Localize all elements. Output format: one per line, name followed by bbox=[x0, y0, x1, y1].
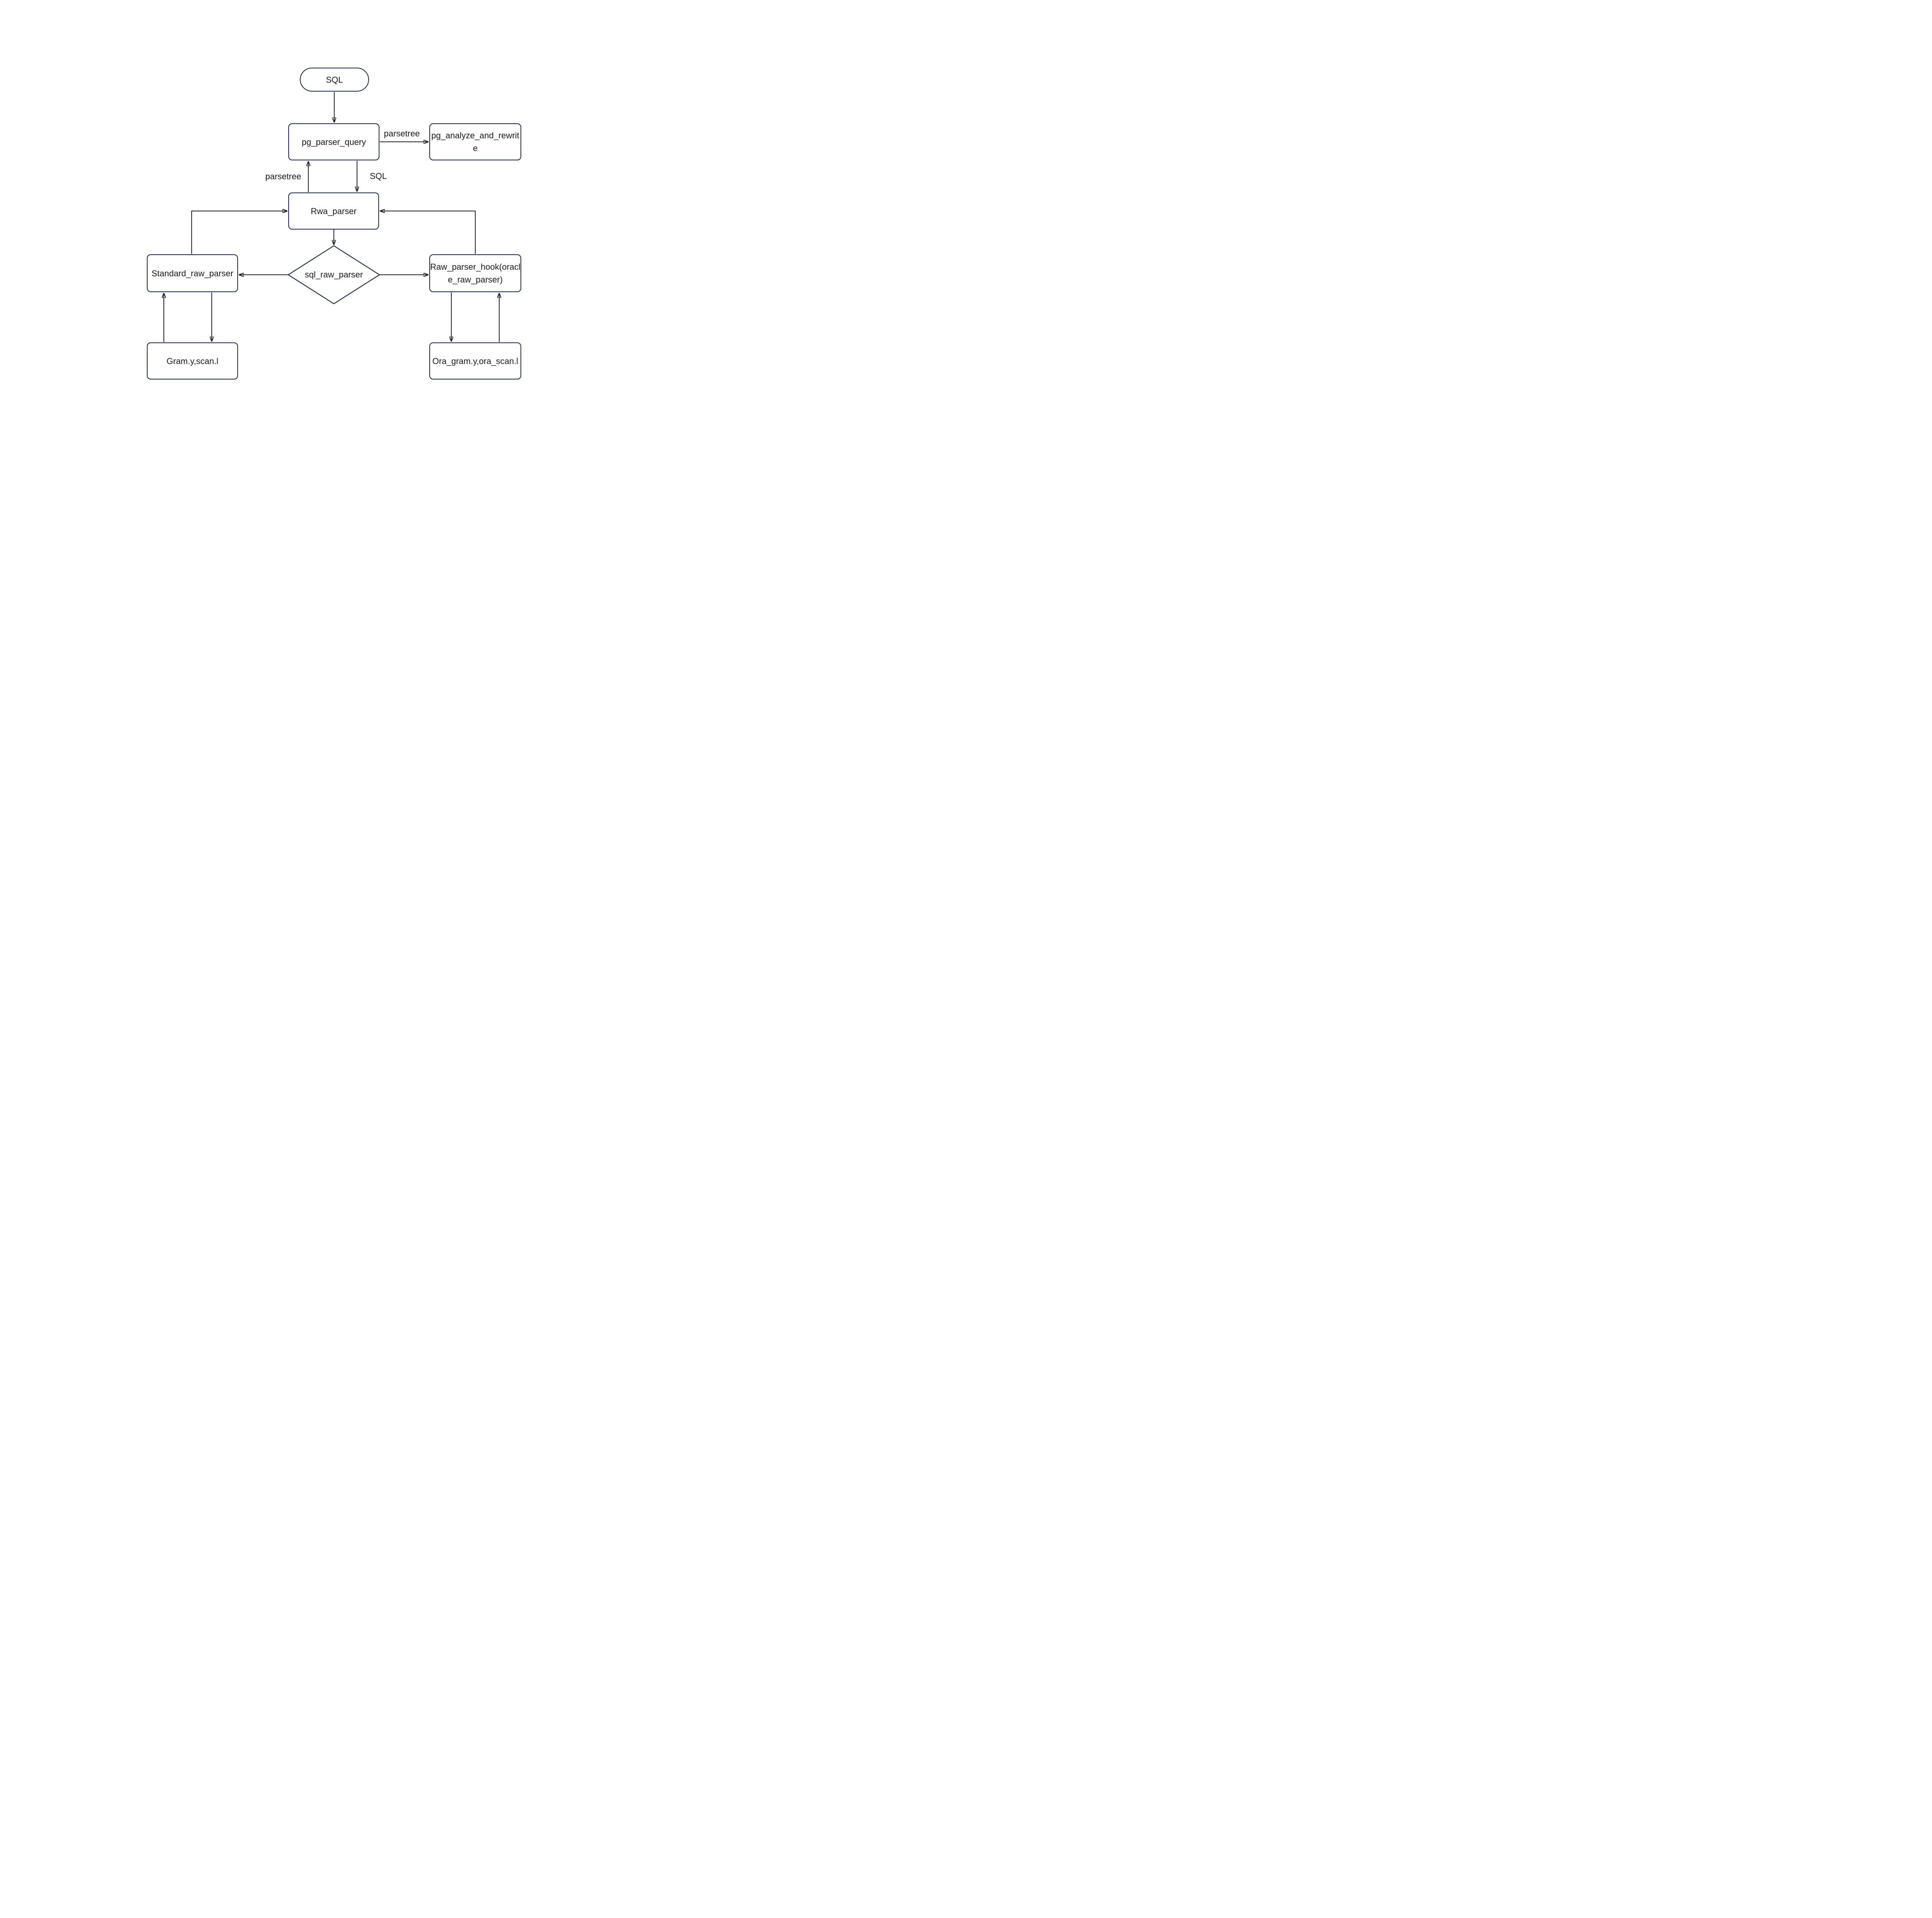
node-rwa-parser: Rwa_parser bbox=[288, 192, 379, 230]
edge-standard-raw-parser-to-rwa-parser bbox=[191, 211, 287, 254]
node-gram-scan: Gram.y,scan.l bbox=[147, 342, 238, 380]
node-ora-gram-scan: Ora_gram.y,ora_scan.l bbox=[429, 342, 521, 380]
node-pg-analyze-and-rewrite-label: pg_analyze_and_rewrit e bbox=[431, 131, 519, 153]
node-standard-raw-parser-label: Standard_raw_parser bbox=[151, 268, 233, 278]
node-standard-raw-parser: Standard_raw_parser bbox=[147, 254, 238, 292]
node-sql-raw-parser: sql_raw_parser bbox=[291, 265, 376, 285]
node-raw-parser-hook-label: Raw_parser_hook(oracl e_raw_parser) bbox=[430, 262, 520, 284]
node-pg-parser-query-label: pg_parser_query bbox=[301, 137, 366, 147]
node-rwa-parser-label: Rwa_parser bbox=[311, 206, 357, 216]
node-sql-raw-parser-label: sql_raw_parser bbox=[304, 270, 363, 279]
node-raw-parser-hook: Raw_parser_hook(oracl e_raw_parser) bbox=[429, 254, 521, 292]
flowchart-canvas: SQL pg_parser_query pg_analyze_and_rewri… bbox=[0, 0, 678, 480]
edge-raw-parser-hook-to-rwa-parser bbox=[380, 211, 476, 254]
node-sql-start-label: SQL bbox=[326, 75, 343, 85]
edge-label-parsetree-up: parsetree bbox=[265, 172, 301, 181]
node-pg-analyze-and-rewrite: pg_analyze_and_rewrit e bbox=[429, 123, 521, 160]
node-ora-gram-scan-label: Ora_gram.y,ora_scan.l bbox=[432, 356, 519, 366]
edge-label-sql-down: SQL bbox=[369, 171, 387, 181]
connector-layer bbox=[0, 92, 678, 342]
decision-diamond-shape bbox=[287, 245, 381, 305]
node-sql-start: SQL bbox=[300, 68, 369, 92]
node-gram-scan-label: Gram.y,scan.l bbox=[166, 356, 219, 366]
edge-label-parsetree-right: parsetree bbox=[384, 129, 420, 138]
node-pg-parser-query: pg_parser_query bbox=[288, 123, 379, 160]
